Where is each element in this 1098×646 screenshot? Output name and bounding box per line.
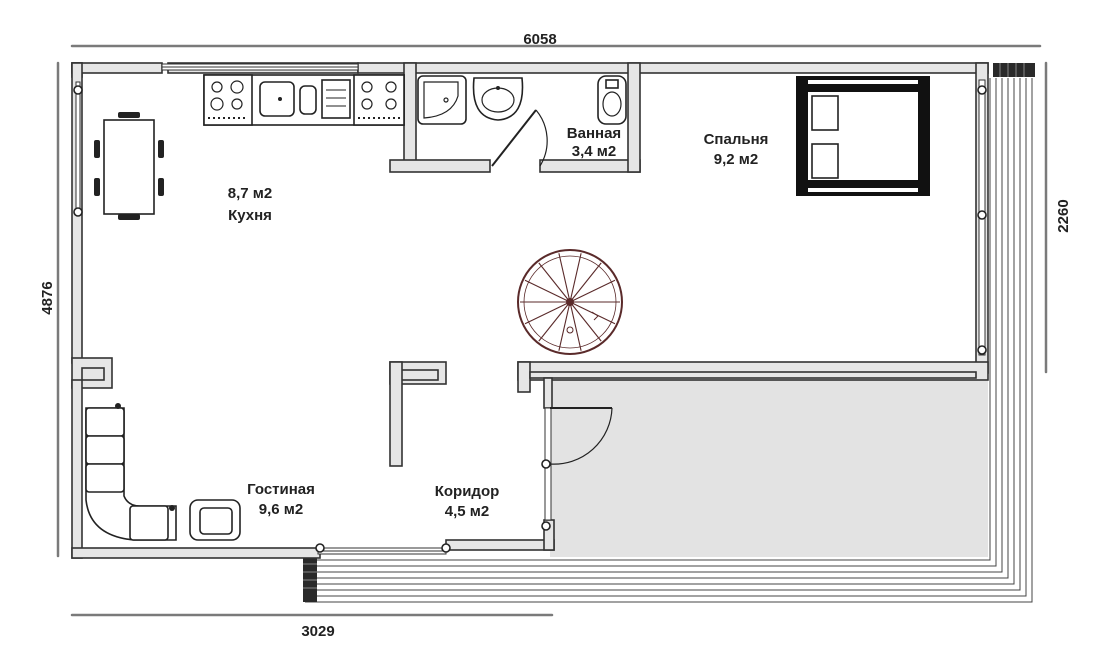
stair-tread	[569, 301, 582, 351]
sink	[472, 77, 524, 121]
kitchen-counter	[203, 74, 405, 126]
bedroom-name: Спальня	[704, 131, 769, 148]
corner-sofa	[85, 403, 177, 541]
stair-tread	[558, 253, 571, 303]
dimension-lines	[56, 44, 1048, 617]
stair-tread	[569, 253, 582, 303]
toilet	[597, 75, 627, 125]
stair-tread	[569, 301, 602, 342]
entrance-door	[549, 407, 613, 465]
terrace	[550, 380, 988, 557]
windows	[73, 63, 987, 555]
stair-tread	[538, 301, 571, 342]
bedroom-area: 9,2 м2	[714, 151, 758, 168]
bathroom-door	[491, 109, 548, 167]
dimension-bottom: 3029	[301, 623, 334, 640]
stair-tread	[569, 279, 616, 303]
armchair	[189, 499, 241, 541]
kitchen-area: 8,7 м2	[228, 185, 272, 202]
living-name: Гостиная	[247, 481, 315, 498]
bed	[796, 76, 930, 196]
stair-tread	[569, 262, 602, 303]
dimension-top: 6058	[523, 31, 556, 48]
corridor-area: 4,5 м2	[445, 503, 489, 520]
dimension-right: 2260	[1055, 199, 1072, 232]
dimension-left: 4876	[39, 281, 56, 314]
living-area: 9,6 м2	[259, 501, 303, 518]
stair-tread	[524, 279, 571, 303]
kitchen-name: Кухня	[228, 207, 272, 224]
stair-tread	[538, 262, 571, 303]
bathroom-area: 3,4 м2	[572, 143, 616, 160]
bathroom-name: Ванная	[567, 125, 621, 142]
stair-tread	[558, 301, 571, 351]
shower	[417, 75, 467, 125]
dining-table	[94, 112, 164, 220]
spiral-staircase	[517, 249, 623, 355]
terrace-steps	[303, 63, 1035, 603]
stair-tread	[524, 301, 571, 325]
corridor-name: Коридор	[435, 483, 500, 500]
